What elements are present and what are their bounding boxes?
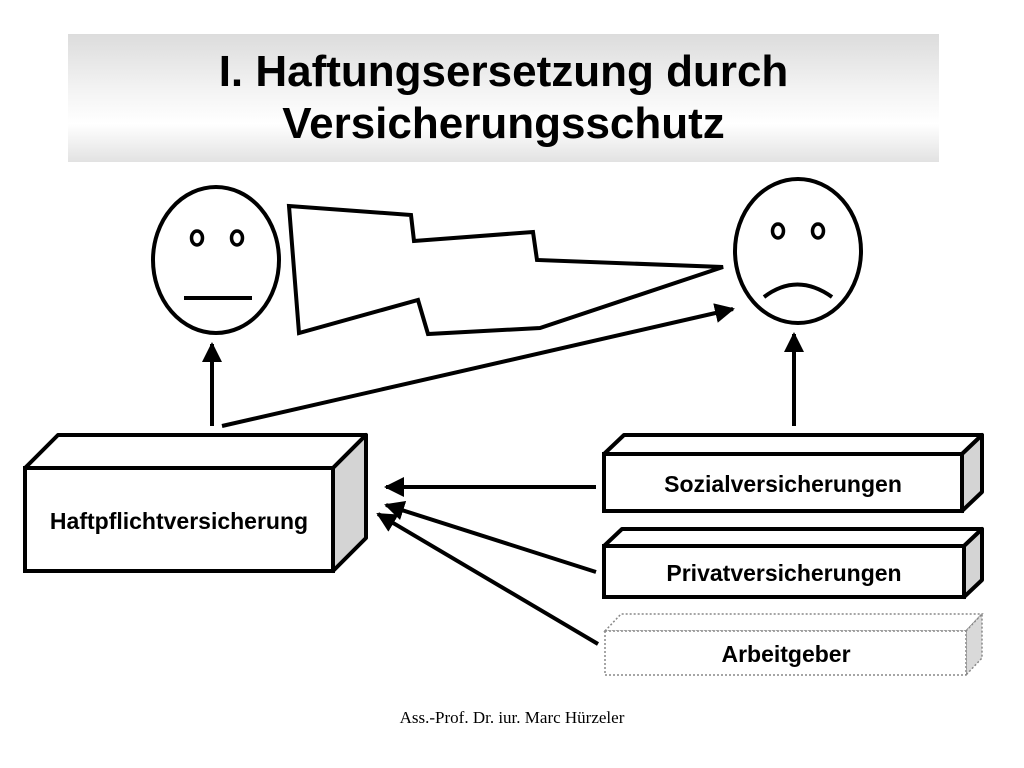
sozial-label: Sozialversicherungen [664, 471, 902, 497]
left-eye-icon [189, 229, 205, 247]
right-eye-icon [229, 229, 245, 247]
frown-mouth-icon [762, 282, 834, 299]
privat-label: Privatversicherungen [666, 560, 901, 586]
left-eye-icon [770, 222, 786, 240]
haftpflicht-box: Haftpflichtversicherung [23, 433, 368, 573]
slide-title-line-1: I. Haftungsersetzung durch [218, 47, 789, 96]
lightning-bolt-icon [286, 203, 724, 337]
title-banner: I. Haftungsersetzung durch Versicherungs… [68, 34, 939, 162]
sozial-box: Sozialversicherungen [602, 433, 984, 513]
arrow-haftpflicht-to-sad-face [221, 303, 735, 428]
arrow-privat-to-haftpflicht [384, 500, 597, 574]
privat-box: Privatversicherungen [602, 527, 984, 599]
arbeitgeber-label: Arbeitgeber [721, 641, 850, 667]
arbeitgeber-box: Arbeitgeber [603, 612, 984, 677]
neutral-face-icon [151, 185, 281, 335]
haftpflicht-label: Haftpflichtversicherung [50, 508, 308, 534]
sad-face-icon [733, 177, 863, 325]
slide-title-line-2: Versicherungsschutz [282, 99, 725, 148]
author-footer: Ass.-Prof. Dr. iur. Marc Hürzeler [399, 708, 625, 727]
arrow-arbeitgeber-to-haftpflicht [376, 512, 600, 646]
right-eye-icon [810, 222, 826, 240]
